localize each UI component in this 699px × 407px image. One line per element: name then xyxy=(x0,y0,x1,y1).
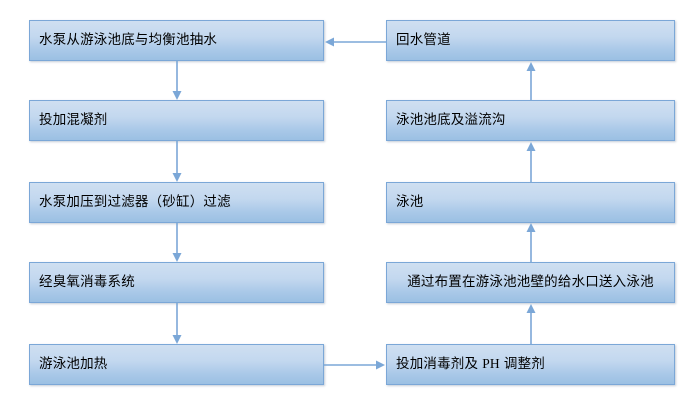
flow-node-label: 回水管道 xyxy=(396,32,451,48)
arrow-bottom-to-return xyxy=(521,61,541,101)
flow-node-label: 经臭氧消毒系统 xyxy=(39,274,135,290)
flow-node-label: 泳池 xyxy=(396,194,424,210)
flow-node-pump-intake[interactable]: 水泵从游泳池底与均衡池抽水 xyxy=(29,20,324,61)
flow-node-wall-inlets[interactable]: 通过布置在游泳池池壁的给水口送入泳池 xyxy=(386,262,675,303)
flow-node-label: 游泳池加热 xyxy=(39,356,108,372)
flow-node-pool-heating[interactable]: 游泳池加热 xyxy=(29,344,324,385)
flow-node-return-pipe[interactable]: 回水管道 xyxy=(386,20,675,61)
flow-node-label-part1: 投加消毒剂及 xyxy=(396,356,479,372)
flow-node-label-part2: 调整剂 xyxy=(503,356,545,372)
flow-node-label-latin: PH xyxy=(482,356,500,372)
flow-node-label: 通过布置在游泳池池壁的给水口送入泳池 xyxy=(407,274,654,290)
flow-node-ozone[interactable]: 经臭氧消毒系统 xyxy=(29,262,324,303)
flow-node-label: 泳池池底及溢流沟 xyxy=(396,112,506,128)
flow-node-label: 水泵从游泳池底与均衡池抽水 xyxy=(39,32,218,48)
arrow-dosing-to-inlets xyxy=(521,303,541,345)
flow-node-sand-filter[interactable]: 水泵加压到过滤器（砂缸）过滤 xyxy=(29,182,324,223)
arrow-heating-to-dosing xyxy=(324,355,387,375)
arrow-pool-to-bottom xyxy=(521,141,541,183)
arrow-inlets-to-pool xyxy=(521,222,541,263)
arrow-coagulant-to-filter xyxy=(167,141,187,183)
flow-node-pool[interactable]: 泳池 xyxy=(386,182,675,223)
flow-node-label: 投加混凝剂 xyxy=(39,112,108,128)
arrow-ozone-to-heating xyxy=(167,303,187,345)
arrow-pump-to-coagulant xyxy=(167,61,187,101)
flow-node-pool-bottom[interactable]: 泳池池底及溢流沟 xyxy=(386,100,675,141)
flow-node-coagulant[interactable]: 投加混凝剂 xyxy=(29,100,324,141)
arrow-return-to-pump xyxy=(324,32,387,52)
flow-node-label: 水泵加压到过滤器（砂缸）过滤 xyxy=(39,194,231,210)
arrow-filter-to-ozone xyxy=(167,222,187,263)
